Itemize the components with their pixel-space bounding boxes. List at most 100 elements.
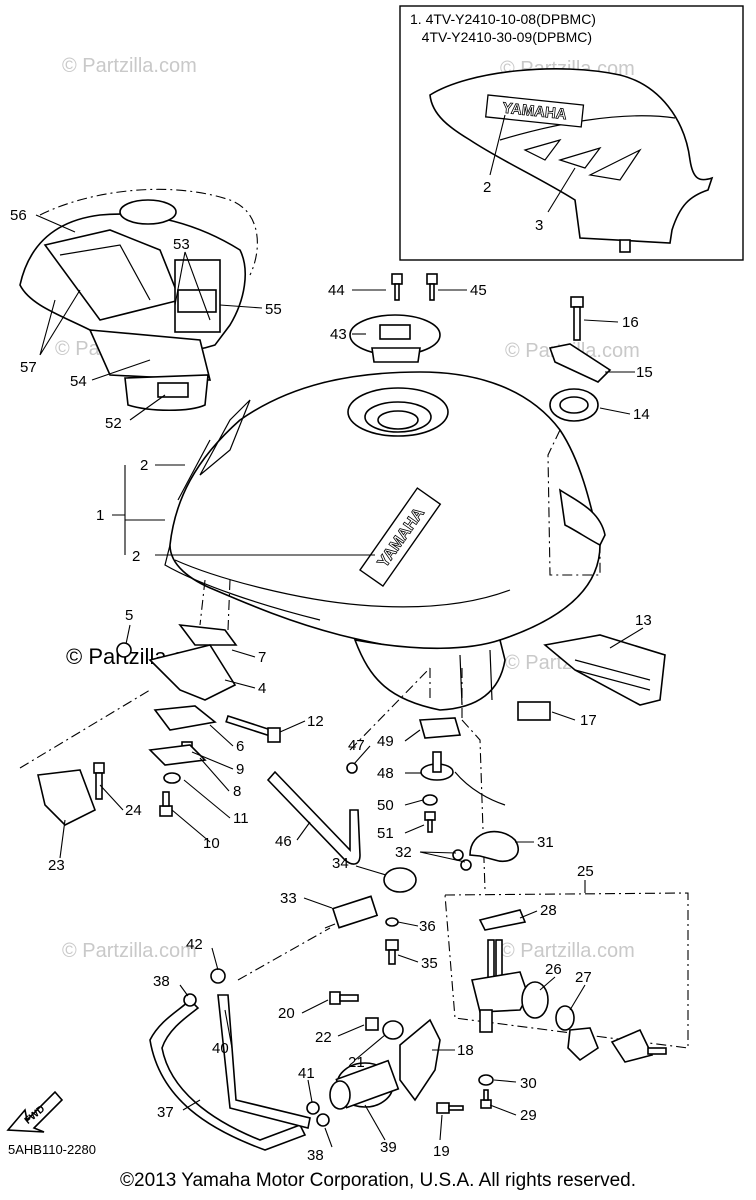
fuel-cock-25 <box>471 939 529 1033</box>
tank-filler-neck <box>347 387 449 437</box>
screw-29 <box>480 1089 492 1109</box>
label-50: 50 <box>377 797 394 814</box>
bolt-12 <box>225 714 281 743</box>
bolt-44 <box>391 273 403 301</box>
leader-lines <box>35 114 644 1148</box>
label-38: 38 <box>153 973 170 990</box>
damper-7 <box>178 624 238 646</box>
bolt-35 <box>385 939 399 965</box>
clamp-32 <box>452 849 464 861</box>
damper-14 <box>549 388 599 422</box>
label-26: 26 <box>545 961 562 978</box>
label-47: 47 <box>348 737 365 754</box>
clamp-38 <box>183 993 197 1007</box>
callout-yamaha-emblem: YAMAHA <box>484 94 585 128</box>
bolt-19 <box>436 1102 464 1114</box>
bracket-18 <box>399 1018 441 1102</box>
label-57: 57 <box>20 359 37 376</box>
damper-21 <box>382 1020 404 1040</box>
label-18: 18 <box>457 1042 474 1059</box>
rubber-13 <box>543 634 666 706</box>
clamp-41 <box>306 1101 320 1115</box>
label-51: 51 <box>377 825 394 842</box>
label-39: 39 <box>380 1139 397 1156</box>
clamp-32 <box>460 859 472 871</box>
label-22: 22 <box>315 1029 332 1046</box>
label-2: 2 <box>483 179 491 196</box>
damper-17 <box>517 701 551 721</box>
label-38b: 38 <box>307 1147 324 1164</box>
hose-31 <box>469 830 519 862</box>
label-30: 30 <box>520 1075 537 1092</box>
nut-5 <box>116 642 132 658</box>
label-10: 10 <box>203 835 220 852</box>
label-17: 17 <box>580 712 597 729</box>
callout-title-line2: 4TV-Y2410-30-09(DPBMC) <box>421 29 593 45</box>
washer-30 <box>478 1074 494 1086</box>
fuel-tank <box>164 371 606 711</box>
washer-50 <box>422 794 438 806</box>
label-45: 45 <box>470 282 487 299</box>
lever-27 <box>567 1027 667 1063</box>
bolt-16 <box>570 296 584 341</box>
washer-11 <box>163 772 181 784</box>
label-13: 13 <box>635 612 652 629</box>
label-43: 43 <box>330 326 347 343</box>
label-7: 7 <box>258 649 266 666</box>
label-37: 37 <box>157 1104 174 1121</box>
label-41: 41 <box>298 1065 315 1082</box>
label-33: 33 <box>280 890 297 907</box>
bolt-45 <box>426 273 438 301</box>
label-49: 49 <box>377 733 394 750</box>
collar-22 <box>365 1017 379 1031</box>
label-54: 54 <box>70 373 87 390</box>
label-24: 24 <box>125 802 142 819</box>
label-15: 15 <box>636 364 653 381</box>
bracket-23 <box>37 769 97 826</box>
callout-title-line1: 1. 4TV-Y2410-10-08(DPBMC) <box>410 11 596 27</box>
label-35: 35 <box>421 955 438 972</box>
label-42: 42 <box>186 936 203 953</box>
hose-46 <box>266 770 361 865</box>
bolt-24 <box>93 762 105 800</box>
label-20: 20 <box>278 1005 295 1022</box>
label-44: 44 <box>328 282 345 299</box>
label-3: 3 <box>535 217 543 234</box>
label-11: 11 <box>233 810 249 827</box>
label-9: 9 <box>236 761 244 778</box>
label-34: 34 <box>332 855 349 872</box>
damper-6 <box>153 705 217 731</box>
diaphragm-26 <box>521 981 549 1019</box>
label-48: 48 <box>377 765 394 782</box>
bolt-10 <box>159 791 173 817</box>
watermark: © Partzilla.com <box>62 940 197 962</box>
fuel-filter-33 <box>324 895 379 929</box>
gasket-49 <box>418 717 462 739</box>
clamp-34 <box>383 867 417 893</box>
label-27: 27 <box>575 969 592 986</box>
label-6: 6 <box>236 738 244 755</box>
label-19: 19 <box>433 1143 450 1160</box>
label-52: 52 <box>105 415 122 432</box>
label-31: 31 <box>537 834 554 851</box>
label-53: 53 <box>173 236 190 253</box>
callout-box <box>399 5 744 261</box>
clamp-38 <box>316 1113 330 1127</box>
fuel-cap <box>349 314 441 363</box>
clip-47 <box>346 762 358 774</box>
label-28: 28 <box>540 902 557 919</box>
label-56: 56 <box>10 207 27 224</box>
bolt-20 <box>329 991 359 1005</box>
label-25: 25 <box>577 863 594 880</box>
watermark: © Partzilla.com <box>62 55 197 77</box>
label-16: 16 <box>622 314 639 331</box>
label-46: 46 <box>275 833 292 850</box>
tank-cover-assembly <box>19 188 258 411</box>
hose-40 <box>217 994 311 1129</box>
label-1: 1 <box>96 507 104 524</box>
label-4: 4 <box>258 680 266 697</box>
damper-8 <box>148 744 207 766</box>
callout-tank-shell <box>429 68 714 253</box>
